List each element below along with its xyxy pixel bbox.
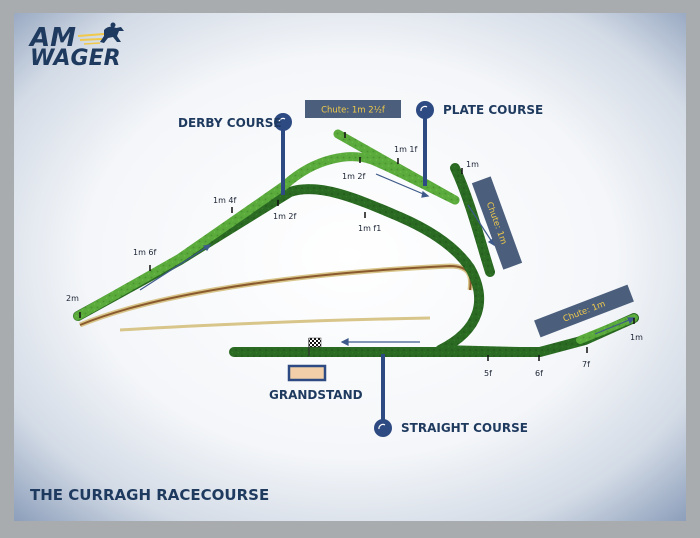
brand-logo: AM WAGER [28, 22, 124, 71]
plate-course-pin [416, 101, 434, 186]
brand-line-1: AM [28, 23, 76, 53]
pin-icon [416, 101, 434, 119]
checkered-flag-icon [308, 337, 322, 356]
right-chute-track [450, 163, 495, 277]
marker-1m-2f-lower: 1m 2f [273, 212, 297, 221]
derby-course-label: DERBY COURSE [178, 116, 282, 130]
brand-line-2: WAGER [30, 46, 121, 71]
chute-top: Chute: 1m 2¹⁄₂f [305, 100, 401, 118]
marker-5f: 5f [484, 369, 492, 378]
marker-1m-6f: 1m 6f [133, 248, 157, 257]
marker-1m-2f-upper: 1m 2f [342, 172, 366, 181]
map-title: THE CURRAGH RACECOURSE [30, 486, 269, 504]
marker-6f: 6f [535, 369, 543, 378]
marker-1m-1f: 1m 1f [394, 145, 418, 154]
distance-ticks [79, 132, 635, 361]
map-background [14, 13, 686, 521]
chute-top-label: Chute: 1m 2¹⁄₂f [321, 106, 386, 116]
pin-icon [274, 113, 292, 131]
straight-course-label: STRAIGHT COURSE [401, 421, 528, 435]
marker-1m-far: 1m [630, 333, 643, 342]
marker-1m-right: 1m [466, 160, 479, 169]
brand-horse-icon [77, 22, 124, 45]
derby-course-track [73, 184, 485, 355]
plate-course-label: PLATE COURSE [443, 103, 543, 117]
marker-7f: 7f [582, 360, 590, 369]
direction-arrows [139, 173, 636, 346]
top-chute-track [333, 129, 460, 205]
grandstand: GRANDSTAND [269, 364, 363, 402]
distance-labels: 2m 1m 6f 1m 4f 1m 2f 1m 2f 1m 1f 1m f1 1… [66, 145, 643, 378]
straight-course-pin [374, 354, 392, 437]
marker-1m-4f: 1m 4f [213, 196, 237, 205]
marker-2m: 2m [66, 294, 79, 303]
derby-course-pin [274, 113, 292, 195]
marker-1m-f1: 1m f1 [358, 224, 381, 233]
pin-icon [374, 419, 392, 437]
grandstand-label: GRANDSTAND [269, 388, 363, 402]
